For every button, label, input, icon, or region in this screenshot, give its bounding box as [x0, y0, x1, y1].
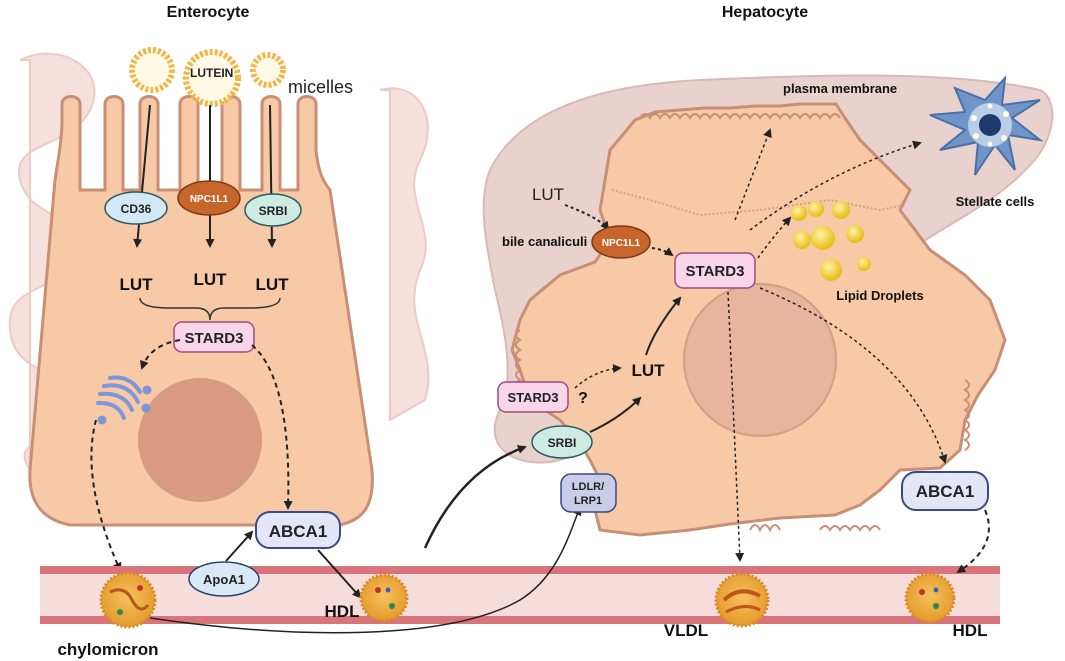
arrow-stard3-golgi: [140, 339, 181, 370]
stard3-question: [497, 381, 569, 413]
hdl-label-left: HDL: [325, 602, 360, 621]
stard3-enterocyte: [173, 321, 255, 353]
lipid-droplets-label: Lipid Droplets: [836, 288, 923, 303]
npc1l1-label-enterocyte: NPC1L1: [190, 194, 229, 205]
title-hepatocyte: Hepatocyte: [722, 4, 808, 21]
lut-label-1: LUT: [119, 275, 153, 294]
ldlr-label: LDLR/: [572, 481, 604, 493]
cd36-transporter: [104, 191, 168, 225]
plasma-membrane-label: plasma membrane: [783, 81, 897, 96]
lut-label-hepatocyte: LUT: [631, 361, 665, 380]
enterocyte-nucleus: [138, 378, 262, 502]
arrow-stard3-stellate: [749, 140, 922, 231]
apoa1-protein: [188, 561, 260, 597]
hepatocyte-nucleus: [683, 283, 837, 437]
chylomicron-label: chylomicron: [57, 640, 158, 659]
lrp1-label: LRP1: [574, 495, 602, 507]
vldl-label: VLDL: [664, 621, 708, 640]
title-enterocyte: Enterocyte: [167, 4, 250, 21]
arrow-lut-npc1l1: [564, 204, 610, 231]
arrow-abca1-hdl: [317, 549, 362, 599]
chylomicron-particle: [99, 571, 157, 629]
apoa1-label: ApoA1: [203, 572, 245, 587]
arrow-srbi-lut: [589, 396, 642, 433]
enterocyte-cell: [28, 95, 374, 527]
hepatocyte-cell: [510, 102, 1007, 537]
vldl-particle: [714, 572, 770, 628]
arrow-lut-stard3: [645, 296, 682, 356]
cd36-label: CD36: [121, 202, 152, 216]
abca1-enterocyte: [255, 511, 341, 549]
micelle-left: [129, 47, 175, 93]
srbi-transporter-hepatocyte: [531, 425, 593, 459]
stard3-label-question: STARD3: [507, 390, 558, 405]
abca1-label-enterocyte: ABCA1: [269, 522, 328, 541]
micelle-center: [183, 49, 241, 107]
arrow-stard3-plasma-membrane: [734, 128, 772, 221]
hdl-label-right: HDL: [953, 621, 988, 640]
bile-canaliculi-label: bile canaliculi: [502, 234, 587, 249]
blood-vessel: [40, 566, 1000, 624]
npc1l1-transporter-enterocyte: [177, 180, 241, 216]
stellate-label: Stellate cells: [956, 194, 1035, 209]
question-mark: ?: [578, 390, 588, 407]
arrow-stard3-abca1: [251, 344, 293, 510]
arrow-npc1l1-stard3: [651, 247, 674, 257]
golgi-apparatus: [96, 375, 152, 425]
arrow-apoa1-abca1: [225, 530, 254, 562]
lut-label-2: LUT: [193, 270, 227, 289]
lut-label-3: LUT: [255, 275, 289, 294]
micelles-label: micelles: [288, 77, 353, 97]
lut-label-bile: LUT: [532, 185, 564, 204]
arrow-stard3q-lut: [574, 364, 622, 389]
srbi-label-enterocyte: SRBI: [259, 204, 288, 218]
lipid-droplets: [791, 201, 871, 281]
abca1-label-hepatocyte: ABCA1: [916, 482, 975, 501]
lutein-label: LUTEIN: [190, 66, 233, 80]
ldlr-lrp1-receptor: [560, 473, 617, 513]
grouping-brace: [139, 297, 281, 321]
stard3-hepatocyte: [674, 252, 756, 289]
npc1l1-transporter-hepatocyte: [591, 225, 651, 259]
hepatocyte-membrane-pit: [749, 524, 781, 533]
hdl-particle-left: [359, 573, 409, 623]
hdl-particle-right: [904, 572, 956, 624]
stellate-cell: [929, 75, 1044, 176]
arrow-stard3-droplets: [757, 216, 792, 259]
arrow-hdl-srbi: [423, 445, 527, 549]
npc1l1-label-hepatocyte: NPC1L1: [602, 238, 641, 249]
abca1-hepatocyte: [901, 471, 989, 511]
srbi-transporter-enterocyte: [244, 193, 302, 227]
stard3-label-enterocyte: STARD3: [185, 330, 244, 347]
micelle-right: [250, 52, 286, 88]
arrow-abca1-hdl-right: [956, 509, 990, 574]
arrow-stard3-vldl: [727, 291, 745, 562]
arrow-chylomicron-ldlr: [149, 506, 582, 634]
srbi-label-hepatocyte: SRBI: [548, 436, 577, 450]
stard3-label-hepatocyte: STARD3: [686, 263, 745, 280]
